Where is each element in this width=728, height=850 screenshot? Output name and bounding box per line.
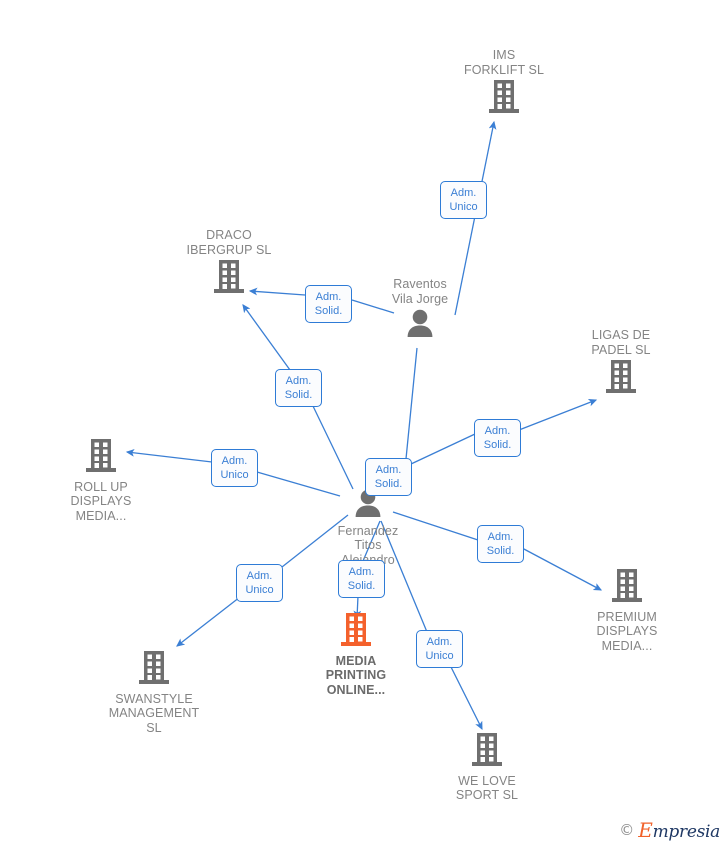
node-fernandez-titos-alejandro[interactable]: Fernandez Titos Alejandro — [298, 488, 438, 567]
edge-label-e5[interactable]: Adm. Unico — [211, 449, 258, 487]
node-premium-displays-media[interactable]: PREMIUM DISPLAYS MEDIA... — [557, 568, 697, 653]
edge-label-e8[interactable]: Adm. Unico — [236, 564, 283, 602]
node-we-love-sport[interactable]: WE LOVE SPORT SL — [417, 732, 557, 803]
node-raventos-vila-jorge[interactable]: Raventos Vila Jorge — [350, 277, 490, 342]
node-ligas-de-padel[interactable]: LIGAS DE PADEL SL — [551, 328, 691, 399]
edge-label-e9[interactable]: Adm. Unico — [416, 630, 463, 668]
edge-label-e3[interactable]: Adm. Solid. — [275, 369, 322, 407]
edge-line — [242, 304, 291, 371]
building-icon — [159, 259, 299, 299]
node-label: PREMIUM DISPLAYS MEDIA... — [596, 609, 658, 653]
edge-label-e2[interactable]: Adm. Solid. — [305, 285, 352, 323]
edge-line — [311, 403, 354, 490]
node-label: ROLL UP DISPLAYS MEDIA... — [70, 479, 132, 523]
node-label: MEDIA PRINTING ONLINE... — [325, 653, 387, 697]
node-swanstyle-management[interactable]: SWANSTYLE MANAGEMENT SL — [84, 650, 224, 735]
node-label: SWANSTYLE MANAGEMENT SL — [108, 691, 200, 735]
node-label: DRACO IBERGRUP SL — [186, 228, 272, 257]
edge-line — [518, 399, 598, 431]
brand-wordmark: Empresia — [638, 818, 720, 842]
node-ims-forklift[interactable]: IMS FORKLIFT SL — [434, 48, 574, 119]
edge-label-e10[interactable]: Adm. Solid. — [365, 458, 412, 496]
node-draco-ibergrup[interactable]: DRACO IBERGRUP SL — [159, 228, 299, 299]
edge-label-e1[interactable]: Adm. Unico — [440, 181, 487, 219]
building-icon — [434, 79, 574, 119]
building-icon — [417, 732, 557, 772]
building-icon-orange — [286, 612, 426, 652]
building-icon — [557, 568, 697, 608]
node-roll-up-displays-media[interactable]: ROLL UP DISPLAYS MEDIA... — [31, 438, 171, 523]
building-icon — [551, 359, 691, 399]
edge-line — [176, 596, 241, 647]
building-icon — [31, 438, 171, 478]
empresia-watermark: © Empresia — [619, 818, 720, 842]
edge-label-e6[interactable]: Adm. Solid. — [477, 525, 524, 563]
edge-label-e7[interactable]: Adm. Solid. — [338, 560, 385, 598]
edge-line — [410, 433, 476, 465]
edge-line — [449, 664, 483, 731]
node-label: LIGAS DE PADEL SL — [591, 328, 651, 357]
node-media-printing-online[interactable]: MEDIA PRINTING ONLINE... — [286, 612, 426, 697]
copyright-icon: © — [619, 821, 635, 839]
node-label: IMS FORKLIFT SL — [463, 48, 545, 77]
node-label: WE LOVE SPORT SL — [455, 773, 519, 803]
person-icon — [350, 308, 490, 342]
edge-label-e4[interactable]: Adm. Solid. — [474, 419, 521, 457]
brand-initial: E — [638, 818, 653, 842]
brand-rest: mpresia — [652, 822, 721, 842]
building-icon — [84, 650, 224, 690]
node-label: Raventos Vila Jorge — [391, 277, 449, 306]
